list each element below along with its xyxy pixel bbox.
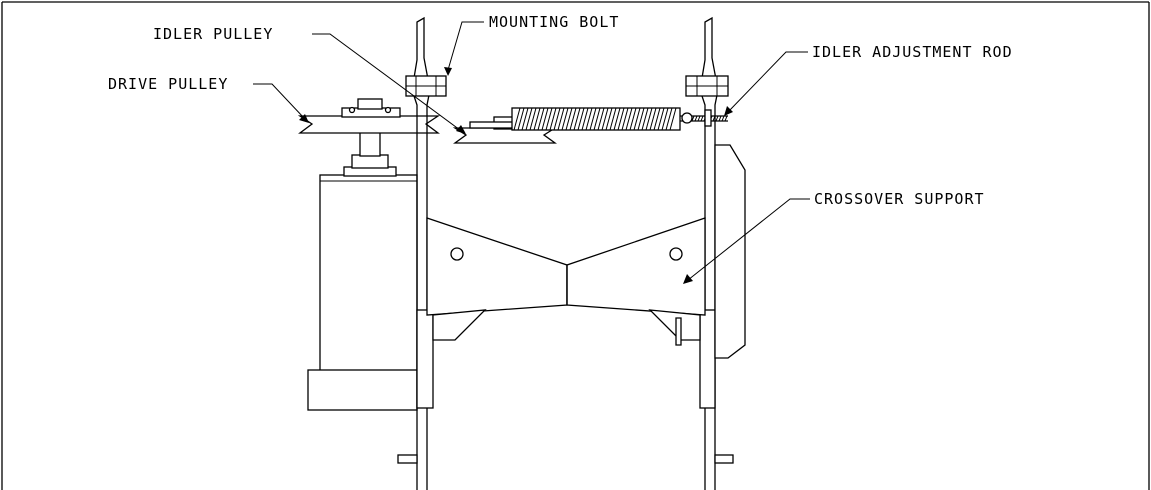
leader-lines (253, 21, 810, 284)
drive-pulley (297, 98, 441, 134)
drive-pulley-label: DRIVE PULLEY (108, 75, 228, 93)
crossover-support-label: CROSSOVER SUPPORT (814, 190, 985, 208)
left-mounting-bolt (405, 75, 447, 97)
crossover-support (426, 217, 706, 346)
right-frame-rail (699, 16, 746, 490)
tension-spring (511, 107, 681, 131)
right-support-hole (669, 247, 683, 261)
idler-pulley-label: IDLER PULLEY (153, 25, 273, 43)
mounting-bolt-label: MOUNTING BOLT (489, 13, 619, 31)
idler-adjustment-rod (680, 109, 728, 127)
motor-assembly (307, 129, 418, 411)
idler-adjustment-rod-label: IDLER ADJUSTMENT ROD (812, 43, 1013, 61)
left-frame-rail (397, 16, 434, 490)
right-mounting-bolt (685, 75, 729, 97)
left-support-hole (450, 247, 464, 261)
